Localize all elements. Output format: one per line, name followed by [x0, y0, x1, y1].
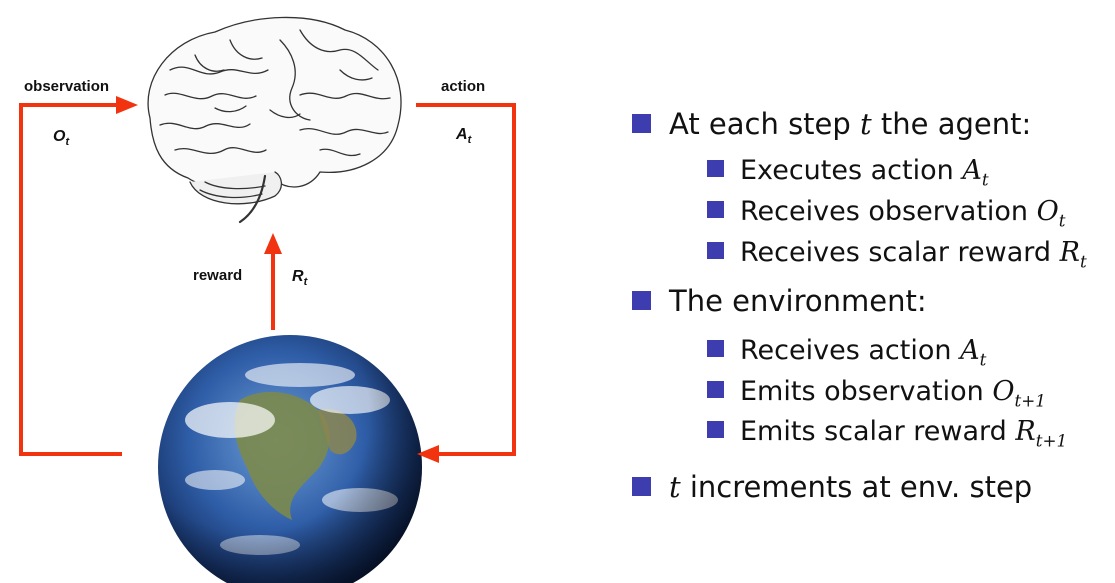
bullet-square-icon — [707, 160, 724, 177]
bullet-square-icon — [707, 381, 724, 398]
time-step-note: t increments at env. step — [632, 473, 1032, 502]
action-symbol: At — [455, 126, 473, 146]
observation-symbol: Ot — [53, 128, 70, 148]
reward-arrow — [264, 233, 282, 330]
bullet-square-icon — [632, 290, 651, 310]
agent-item-reward: Receives scalar reward Rt — [707, 239, 1087, 270]
agent-heading: At each step t the agent: — [632, 110, 1031, 139]
observation-arrow — [19, 96, 138, 456]
action-label: action — [441, 78, 485, 95]
bullet-square-icon — [707, 340, 724, 357]
bullet-square-icon — [707, 201, 724, 218]
observation-label: observation — [24, 78, 109, 95]
bullet-square-icon — [707, 421, 724, 438]
env-item-action: Receives action At — [707, 337, 986, 368]
action-arrow — [416, 103, 516, 463]
bullet-square-icon — [632, 113, 651, 133]
bullet-square-icon — [632, 476, 651, 496]
reward-symbol: Rt — [292, 268, 309, 288]
brain-icon — [147, 16, 402, 224]
agent-environment-diagram: observation Ot action At reward Rt — [19, 16, 516, 583]
bullet-square-icon — [707, 242, 724, 259]
reward-label: reward — [193, 267, 242, 284]
env-item-reward: Emits scalar reward Rt+1 — [707, 418, 1067, 449]
env-item-observation: Emits observation Ot+1 — [707, 378, 1046, 409]
earth-icon — [158, 335, 422, 583]
agent-item-execute: Executes action At — [707, 157, 989, 188]
agent-item-observation: Receives observation Ot — [707, 198, 1066, 229]
environment-heading: The environment: — [632, 287, 927, 316]
